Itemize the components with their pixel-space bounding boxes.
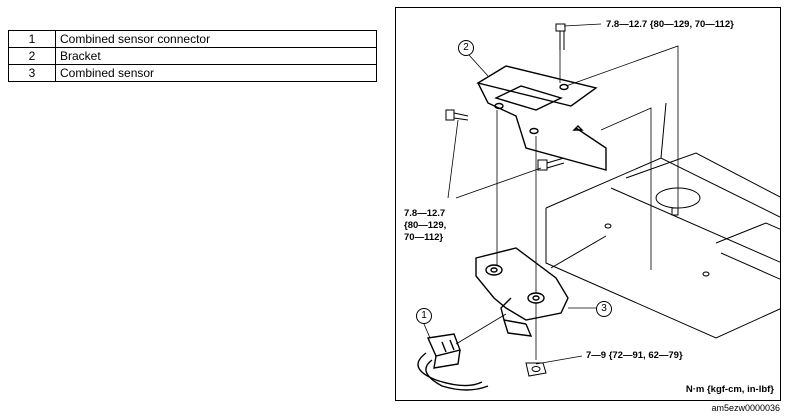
legend-row: 2 Bracket [8,47,377,65]
line-drawing [417,23,780,391]
legend-label: Combined sensor [55,64,377,82]
leader-lines [423,23,679,365]
bracket-drawing [476,65,607,171]
legend-number: 3 [8,64,56,82]
bolt-middle [537,157,565,171]
callout-balloon-bracket: 2 [458,40,474,56]
exploded-view-figure: 7.8—12.7 {80—129, 70—112} 7.8—12.7 {80—1… [395,7,781,401]
legend-number: 1 [8,30,56,48]
torque-spec-left-line2: {80—129, [404,220,447,231]
torque-spec-top: 7.8—12.7 {80—129, 70—112} [606,19,734,30]
body-panel [545,102,780,339]
connector-drawing [417,333,489,391]
bolt-left [445,109,469,121]
parts-legend-table: 1 Combined sensor connector 2 Bracket 3 … [8,30,377,82]
torque-spec-left-line3: 70—112} [404,232,444,243]
legend-label: Combined sensor connector [55,30,377,48]
legend-number: 2 [8,47,56,65]
legend-label: Bracket [55,47,377,65]
legend-row: 3 Combined sensor [8,64,377,82]
callout-balloon-sensor: 3 [596,301,612,317]
bolt-top [555,23,566,50]
nut-bottom [525,362,547,377]
torque-units-label: N·m {kgf-cm, in-lbf} [685,384,774,395]
figure-code: am5ezw0000036 [711,403,780,413]
callout-balloon-connector: 1 [416,308,432,324]
torque-spec-bottom: 7—9 {72—91, 62—79} [586,350,683,361]
combined-sensor-drawing [475,247,569,337]
legend-row: 1 Combined sensor connector [8,30,377,48]
torque-spec-left-line1: 7.8—12.7 [404,208,446,219]
